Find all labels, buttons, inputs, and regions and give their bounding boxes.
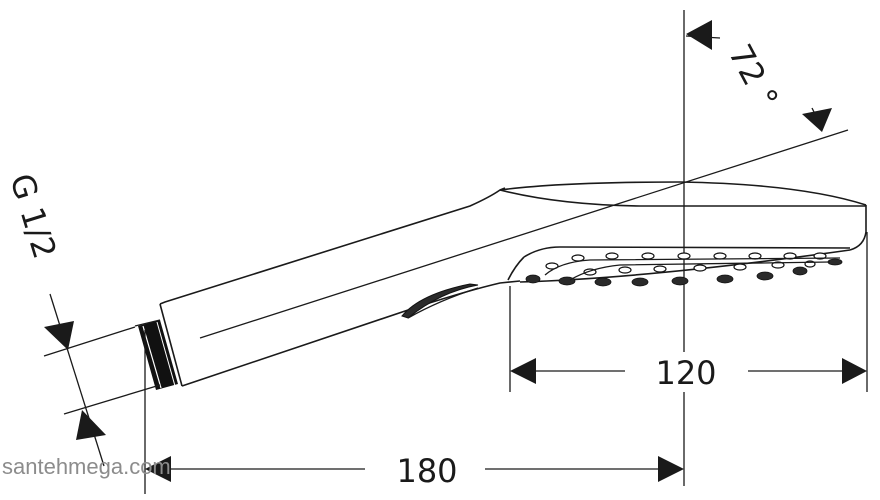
dimension-180-label: 180 xyxy=(396,452,457,490)
shower-head xyxy=(499,181,867,283)
handle xyxy=(159,187,521,387)
spray-nozzles xyxy=(525,252,843,287)
g12-label: G 1/2 xyxy=(2,169,64,263)
dimension-120: 120 xyxy=(509,232,868,392)
angle-72-label: 72 ° xyxy=(721,38,786,115)
dimension-g12: G 1/2 xyxy=(2,169,161,467)
angle-72: 72 ° xyxy=(685,20,832,132)
axis-line xyxy=(199,129,849,339)
thread-connector xyxy=(134,319,178,390)
watermark: santehmega.com xyxy=(2,454,171,479)
dimension-120-label: 120 xyxy=(655,354,716,392)
dimension-180: 180 xyxy=(144,330,684,494)
